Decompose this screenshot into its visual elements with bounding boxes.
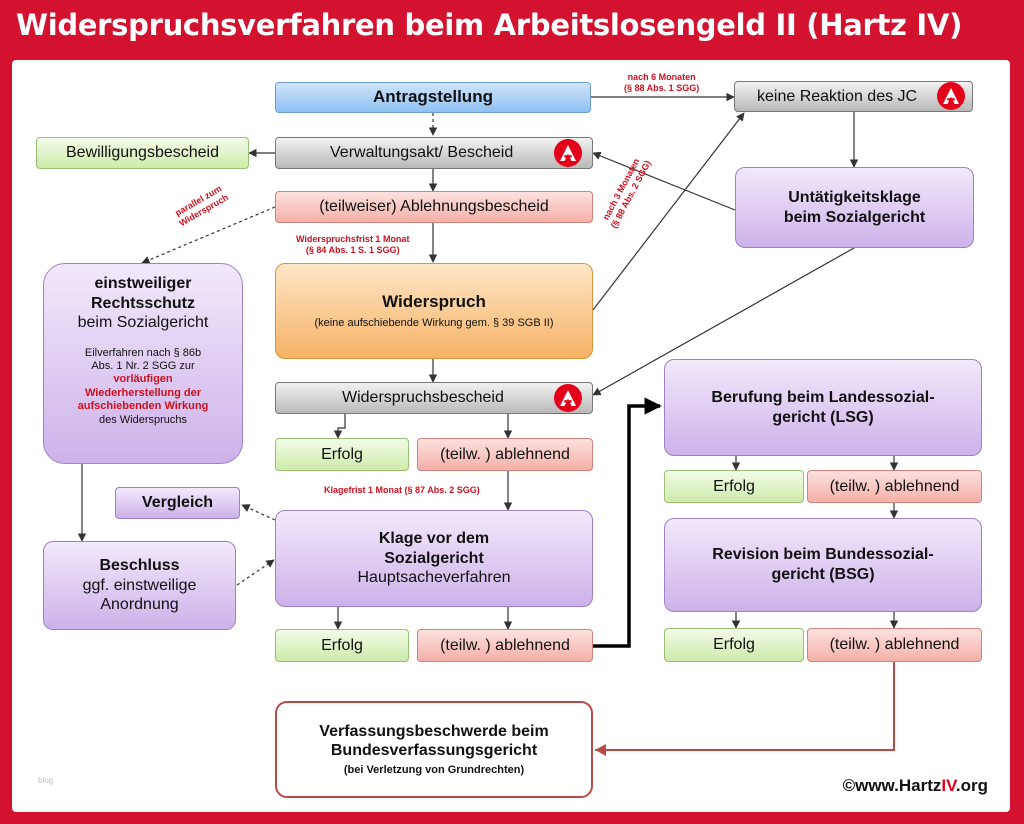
note-sechs-monate: nach 6 Monaten (§ 88 Abs. 1 SGG): [624, 72, 699, 94]
connector-layer: [77, 92, 899, 756]
box-ablehnungsbescheid: (teilweiser) Ablehnungsbescheid: [275, 191, 593, 223]
arrow-klage-vergleich: [241, 504, 276, 521]
klage-line3: Hauptsacheverfahren: [357, 569, 511, 587]
note-sechs-monate-line1: nach 6 Monaten: [627, 72, 696, 82]
box-ablehnend-lsg: (teilw. ) ablehnend: [807, 470, 982, 503]
diagram-canvas: Antragstellung keine Reaktion des JC Bew…: [12, 60, 1010, 812]
note-widerspruchsfrist-line1: Widerspruchsfrist 1 Monat: [296, 234, 410, 244]
box-widerspruch: Widerspruch (keine aufschiebende Wirkung…: [275, 263, 593, 359]
copyright: ©www.HartzIV.org: [843, 776, 988, 796]
arrow-untaetigkeitsklage-verwaltungsakt: [592, 151, 736, 211]
rechtsschutz-line2: Rechtsschutz: [90, 294, 196, 312]
rechtsschutz-line3: beim Sozialgericht: [77, 314, 209, 332]
widerspruch-title: Widerspruch: [382, 291, 486, 311]
box-einstweiliger-rechtsschutz: einstweiliger Rechtsschutz beim Sozialge…: [43, 263, 243, 464]
box-verwaltungsakt: Verwaltungsakt/ Bescheid: [275, 137, 593, 169]
bverfg-line3: (bei Verletzung von Grundrechten): [343, 763, 525, 776]
box-berufung-lsg: Berufung beim Landessozial- gericht (LSG…: [664, 359, 982, 456]
rechtsschutz-line1: einstweiliger: [94, 275, 192, 292]
agentur-logo-icon: [554, 139, 582, 167]
lsg-line2: gericht (LSG): [772, 408, 874, 426]
page-title: Widerspruchsverfahren beim Arbeitsloseng…: [16, 8, 963, 42]
box-antragstellung: Antragstellung: [275, 82, 591, 113]
rechtsschutz-detail6: des Widerspruchs: [98, 413, 188, 426]
beschluss-line1: Beschluss: [99, 557, 180, 575]
klage-line1: Klage vor dem: [378, 530, 490, 548]
untaetigkeitsklage-line2: beim Sozialgericht: [783, 208, 926, 226]
arrowhead-bverfg: [595, 744, 606, 756]
tiny-label: blog: [38, 776, 54, 785]
box-keine-reaktion: keine Reaktion des JC: [734, 81, 973, 112]
box-beschluss: Beschluss ggf. einstweilige Anordnung: [43, 541, 236, 630]
note-sechs-monate-line2: (§ 88 Abs. 1 SGG): [624, 82, 700, 93]
box-klage-sozialgericht: Klage vor dem Sozialgericht Hauptsacheve…: [275, 510, 593, 607]
box-verwaltungsakt-label: Verwaltungsakt/ Bescheid: [330, 144, 514, 162]
rechtsschutz-detail1: Eilverfahren nach § 86b: [84, 346, 202, 359]
bsg-line1: Revision beim Bundessozial-: [712, 546, 934, 564]
box-widerspruchsbescheid-label: Widerspruchsbescheid: [342, 389, 504, 407]
box-erfolg-lsg: Erfolg: [664, 470, 804, 503]
box-erfolg-bsg: Erfolg: [664, 628, 804, 662]
box-verfassungsbeschwerde: Verfassungsbeschwerde beim Bundesverfass…: [275, 701, 593, 798]
beschluss-line3: Anordnung: [100, 596, 179, 614]
note-widerspruchsfrist-line2: (§ 84 Abs. 1 S. 1 SGG): [305, 244, 400, 255]
box-ablehnend-bsg: (teilw. ) ablehnend: [807, 628, 982, 662]
copyright-prefix: ©www.Hartz: [842, 776, 942, 795]
arrow-widerspruchsbescheid-erfolg: [333, 414, 346, 439]
box-erfolg-klage: Erfolg: [275, 629, 409, 662]
bverfg-line2: Bundesverfassungsgericht: [330, 742, 538, 760]
agentur-logo-icon: [554, 384, 582, 412]
agentur-logo-icon: [937, 82, 965, 110]
bverfg-line1: Verfassungsbeschwerde beim: [319, 722, 549, 740]
copyright-suffix: .org: [955, 776, 988, 795]
note-widerspruchsfrist: Widerspruchsfrist 1 Monat (§ 84 Abs. 1 S…: [296, 234, 409, 256]
arrow-widerspruch-keine-reaktion: [592, 112, 745, 311]
box-untaetigkeitsklage: Untätigkeitsklage beim Sozialgericht: [735, 167, 974, 248]
box-widerspruchsbescheid: Widerspruchsbescheid: [275, 382, 593, 414]
lsg-line1: Berufung beim Landessozial-: [711, 388, 935, 406]
box-keine-reaktion-label: keine Reaktion des JC: [757, 87, 918, 105]
box-ablehnend-klage: (teilw. ) ablehnend: [417, 629, 593, 662]
rechtsschutz-detail5: aufschiebenden Wirkung: [77, 400, 209, 413]
beschluss-line2: ggf. einstweilige: [82, 576, 197, 594]
arrow-klage-ablehnend-lsg: [593, 397, 662, 648]
copyright-iv: IV: [941, 776, 956, 795]
box-erfolg-widerspruch: Erfolg: [275, 438, 409, 471]
box-vergleich: Vergleich: [115, 487, 240, 519]
arrow-ablehnung-rechtsschutz: [141, 206, 276, 264]
klage-line2: Sozialgericht: [384, 549, 484, 567]
arrow-bsg-ablehnend-bverfg: [595, 662, 895, 751]
arrow-untaetigkeitsklage-widerspruchsbescheid: [592, 247, 855, 396]
bsg-line2: gericht (BSG): [771, 566, 875, 583]
box-revision-bsg: Revision beim Bundessozial- gericht (BSG…: [664, 518, 982, 612]
rechtsschutz-detail3: vorläufigen: [113, 373, 173, 386]
rechtsschutz-detail2: Abs. 1 Nr. 2 SGG zur: [91, 359, 195, 372]
arrow-beschluss-klage: [236, 559, 275, 586]
box-ablehnend-widerspruch: (teilw. ) ablehnend: [417, 438, 593, 471]
widerspruch-subtitle: (keine aufschiebende Wirkung gem. § 39 S…: [314, 316, 554, 329]
rechtsschutz-detail4: Wiederherstellung der: [84, 386, 202, 399]
note-klagefrist: Klagefrist 1 Monat (§ 87 Abs. 2 SGG): [324, 485, 480, 495]
untaetigkeitsklage-line1: Untätigkeitsklage: [788, 188, 921, 206]
box-bewilligungsbescheid: Bewilligungsbescheid: [36, 137, 249, 169]
